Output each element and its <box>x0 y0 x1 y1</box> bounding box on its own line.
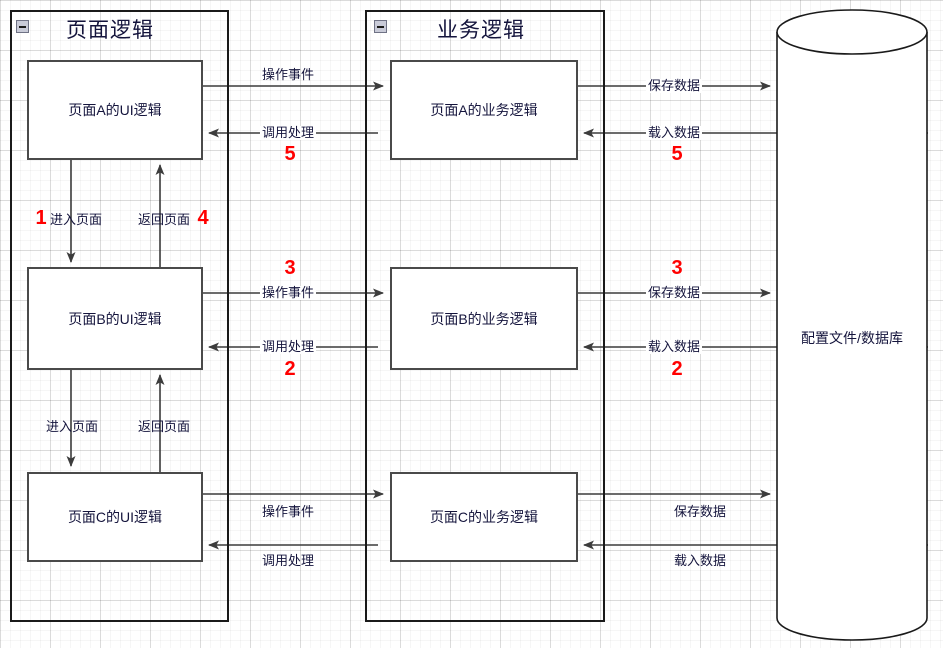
edge-label-cb-return: 返回页面 <box>137 419 191 434</box>
edge-label-b-load: 载入数据 <box>645 339 703 354</box>
edge-label-b-save: 保存数据 <box>645 285 703 300</box>
container-biz-layer[interactable] <box>365 10 605 622</box>
container-ui-layer-title: 页面逻辑 <box>66 19 154 42</box>
collapse-minus-icon-biz-layer[interactable] <box>374 20 387 33</box>
edge-label-ab-enter: 进入页面 <box>49 212 103 227</box>
step-number-b-operate: 3 <box>284 257 296 279</box>
edge-label-b-operate: 操作事件 <box>259 285 317 300</box>
edge-label-b-invoke: 调用处理 <box>259 339 317 354</box>
datastore-cylinder <box>776 9 928 641</box>
node-ui-a[interactable]: 页面A的UI逻辑 <box>27 60 203 160</box>
node-ui-c[interactable]: 页面C的UI逻辑 <box>27 472 203 562</box>
datastore-label: 配置文件/数据库 <box>801 330 903 346</box>
node-biz-b[interactable]: 页面B的业务逻辑 <box>390 267 578 370</box>
node-biz-a[interactable]: 页面A的业务逻辑 <box>390 60 578 160</box>
edge-label-ba-return: 返回页面 <box>137 212 191 227</box>
step-number-ab-enter: 1 <box>35 207 47 229</box>
step-number-ba-return: 4 <box>197 207 209 229</box>
step-number-b-load: 2 <box>671 358 683 380</box>
step-number-a-invoke: 5 <box>284 143 296 165</box>
collapse-minus-icon-ui-layer[interactable] <box>16 20 29 33</box>
node-ui-b[interactable]: 页面B的UI逻辑 <box>27 267 203 370</box>
edge-label-c-save: 保存数据 <box>673 504 727 519</box>
edge-label-a-save: 保存数据 <box>645 78 703 93</box>
edge-label-bc-enter: 进入页面 <box>45 419 99 434</box>
edge-label-a-load: 载入数据 <box>645 125 703 140</box>
step-number-b-invoke: 2 <box>284 358 296 380</box>
step-number-b-save: 3 <box>671 257 683 279</box>
container-ui-layer[interactable] <box>10 10 229 622</box>
container-biz-layer-title: 业务逻辑 <box>437 19 525 42</box>
step-number-a-load: 5 <box>671 143 683 165</box>
edge-label-c-load: 载入数据 <box>673 553 727 568</box>
edge-label-a-invoke: 调用处理 <box>259 125 317 140</box>
edge-label-a-operate: 操作事件 <box>261 67 315 82</box>
node-biz-c[interactable]: 页面C的业务逻辑 <box>390 472 578 562</box>
edge-label-c-invoke: 调用处理 <box>261 553 315 568</box>
edge-label-c-operate: 操作事件 <box>261 504 315 519</box>
